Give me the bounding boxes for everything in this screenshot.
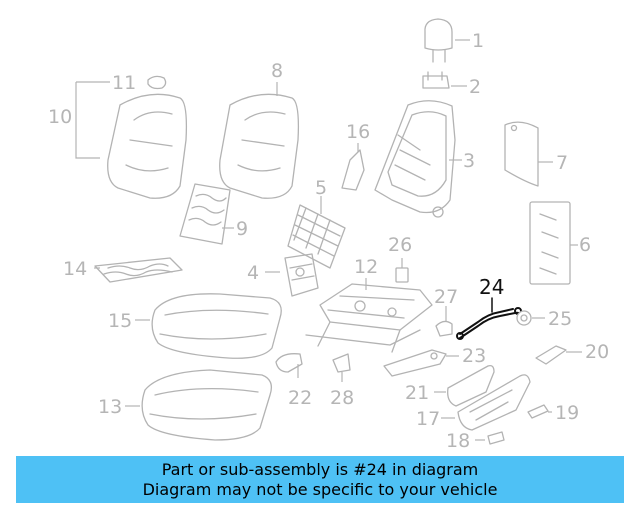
part-25-knob (516, 310, 545, 326)
part-12-seat-frame (305, 278, 433, 353)
part-1-headrest (424, 18, 470, 63)
part-20-lever (535, 345, 582, 365)
part-16-bracket (341, 143, 365, 191)
callout-12: 12 (354, 256, 378, 278)
callout-16: 16 (346, 121, 370, 143)
part-28-clip (332, 353, 351, 382)
callout-14: 14 (63, 258, 87, 280)
callout-13: 13 (98, 396, 122, 418)
callout-20: 20 (585, 341, 609, 363)
callout-27: 27 (434, 286, 458, 308)
callout-11: 11 (112, 72, 136, 94)
part-6-fastener-kit (529, 201, 578, 285)
part-10-seatback-cover (75, 81, 188, 199)
part-18-knob (475, 431, 505, 445)
part-7-back-panel (504, 121, 553, 187)
diagram-note-banner: Part or sub-assembly is #24 in diagram D… (16, 456, 624, 503)
callout-3: 3 (463, 150, 475, 172)
callout-10: 10 (48, 106, 72, 128)
part-17-side-shield (441, 374, 531, 431)
callout-7: 7 (556, 152, 568, 174)
callout-17: 17 (416, 408, 440, 430)
part-8-seatback-cover (219, 82, 300, 199)
callout-21: 21 (405, 382, 429, 404)
callout-22: 22 (288, 387, 312, 409)
part-9-seat-heater-pad (179, 183, 234, 245)
part-26-connector (395, 258, 409, 283)
part-13-seat-cushion-pad (125, 369, 273, 441)
part-22-cover (275, 353, 303, 378)
part-24-cable (456, 297, 523, 340)
callout-23: 23 (462, 345, 486, 367)
callout-15: 15 (108, 310, 132, 332)
callout-18: 18 (446, 430, 470, 452)
banner-line-part-number: Part or sub-assembly is #24 in diagram (161, 459, 479, 479)
part-21-inner-shield (434, 364, 495, 407)
banner-line-disclaimer: Diagram may not be specific to your vehi… (142, 479, 498, 499)
part-15-seat-cushion-cover (135, 293, 282, 359)
part-19-clip (527, 404, 552, 419)
callout-24: 24 (479, 275, 504, 299)
callout-28: 28 (330, 387, 354, 409)
callout-25: 25 (548, 308, 572, 330)
part-11-clip (147, 75, 167, 90)
part-2-headrest-guide (422, 71, 467, 89)
part-4-recliner (265, 253, 319, 297)
callout-9: 9 (236, 218, 248, 240)
seat-parts-diagram: 1 2 3 4 5 6 7 8 9 10 11 12 13 14 15 16 1… (48, 18, 609, 452)
part-27-clip (435, 306, 453, 337)
callout-8: 8 (271, 60, 283, 82)
part-3-seatback-frame (374, 100, 462, 218)
callout-6: 6 (579, 234, 591, 256)
part-5-lumbar-support (287, 196, 346, 269)
callout-4: 4 (247, 262, 259, 284)
callout-1: 1 (472, 30, 484, 52)
callout-2: 2 (469, 76, 481, 98)
callout-5: 5 (315, 177, 327, 199)
callout-19: 19 (555, 402, 579, 424)
part-14-cushion-heater (94, 257, 183, 283)
callout-26: 26 (388, 234, 412, 256)
part-23-bracket (383, 349, 459, 377)
